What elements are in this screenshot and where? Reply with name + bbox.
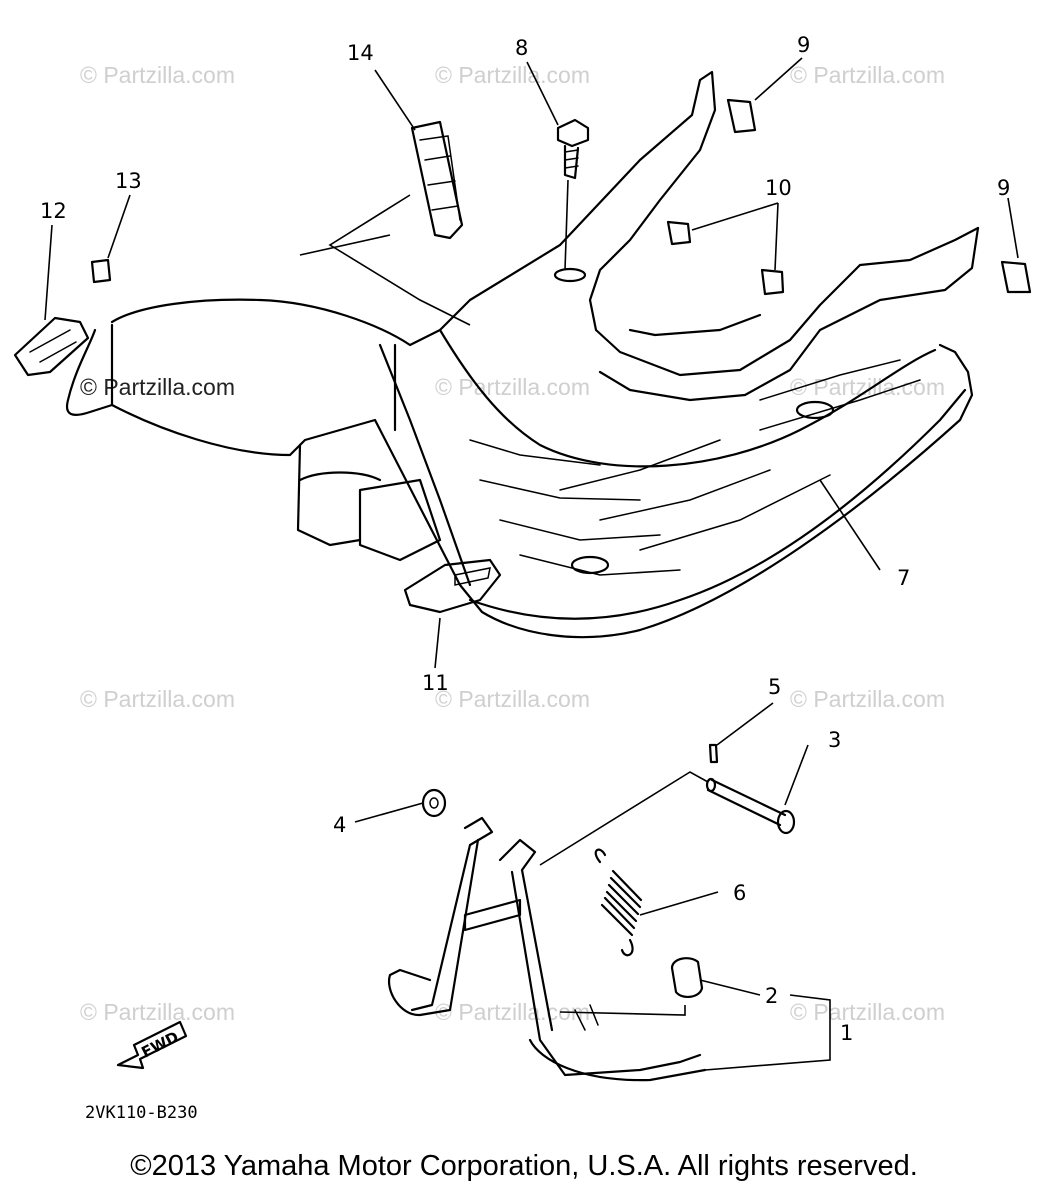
callout-11: 11 xyxy=(422,671,449,695)
callout-13: 13 xyxy=(115,169,142,193)
watermark: © Partzilla.com xyxy=(790,999,945,1025)
spring-part-6 xyxy=(594,848,643,957)
watermark: © Partzilla.com xyxy=(790,686,945,712)
callout-3: 3 xyxy=(828,728,841,752)
callout-6: 6 xyxy=(733,881,746,905)
callout-12: 12 xyxy=(40,199,67,223)
clip-part-13 xyxy=(90,258,112,284)
bracket-part-12 xyxy=(13,316,90,377)
main-stand-part-1 xyxy=(387,816,707,1082)
callout-4: 4 xyxy=(333,813,346,837)
watermark: © Partzilla.com xyxy=(80,62,235,88)
watermark: © Partzilla.com xyxy=(435,374,590,400)
diagram-code: 2VK110-B230 xyxy=(85,1103,198,1123)
footrest-board xyxy=(65,70,980,639)
forward-arrow-icon: FWD xyxy=(116,1020,188,1070)
callout-7: 7 xyxy=(897,566,910,590)
bolt-part-8 xyxy=(556,118,590,180)
watermark: © Partzilla.com xyxy=(790,62,945,88)
watermark: © Partzilla.com xyxy=(80,999,235,1025)
copyright-notice: ©2013 Yamaha Motor Corporation, U.S.A. A… xyxy=(130,1150,918,1182)
nut-part-9-top xyxy=(726,98,757,134)
callout-8: 8 xyxy=(515,36,528,60)
watermark: © Partzilla.com xyxy=(80,686,235,712)
watermark-layer: © Partzilla.com © Partzilla.com © Partzi… xyxy=(80,62,945,1025)
stopper-part-2 xyxy=(670,957,704,998)
watermark: © Partzilla.com xyxy=(435,686,590,712)
clip-part-5 xyxy=(708,743,719,764)
nut-part-9-right xyxy=(1000,260,1032,294)
callout-5: 5 xyxy=(768,675,781,699)
cover-part-14 xyxy=(410,120,464,240)
watermark: © Partzilla.com xyxy=(435,62,590,88)
pin-part-3 xyxy=(705,777,796,835)
nut-part-10 xyxy=(666,220,785,296)
callout-labels: 14 8 9 10 9 13 12 11 7 5 3 4 6 2 1 xyxy=(40,33,1010,1045)
callout-2: 2 xyxy=(765,984,778,1008)
leader-lines xyxy=(44,57,1019,1071)
watermark: © Partzilla.com xyxy=(80,374,235,400)
callout-10: 10 xyxy=(765,176,792,200)
callout-9-right: 9 xyxy=(997,176,1010,200)
watermark: © Partzilla.com xyxy=(790,374,945,400)
callout-14: 14 xyxy=(347,41,374,65)
callout-1: 1 xyxy=(840,1021,853,1045)
washer-part-4 xyxy=(421,788,447,818)
callout-9-top: 9 xyxy=(797,33,810,57)
